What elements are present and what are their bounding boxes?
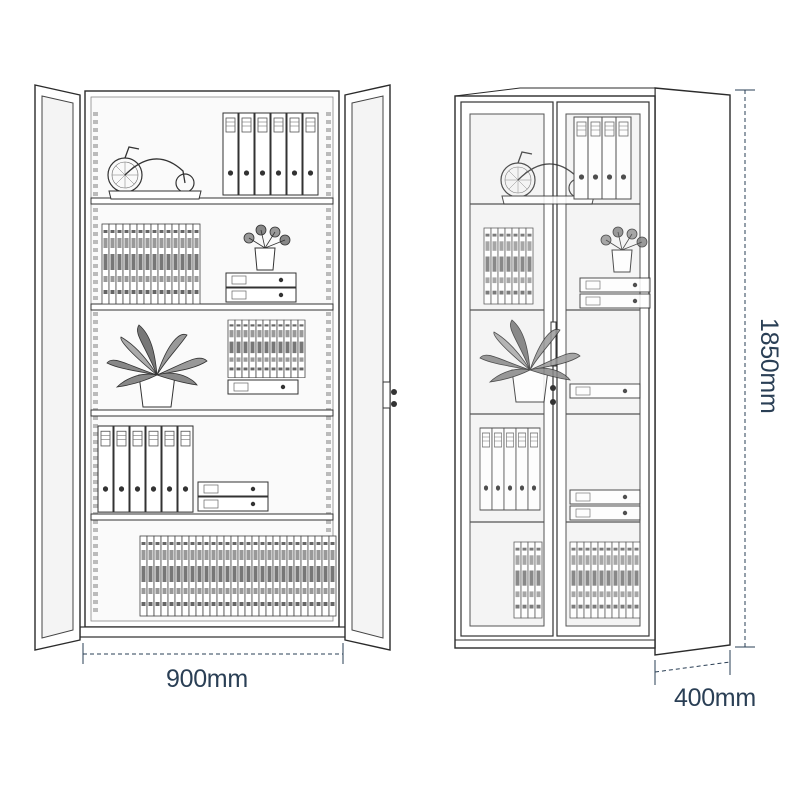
- front-view-cabinet: [34, 84, 397, 664]
- rack-strip-left: [93, 112, 98, 612]
- depth-dimension-label: 400mm: [674, 684, 756, 712]
- height-dimension-line: [735, 89, 755, 648]
- right-door-open: [344, 84, 397, 651]
- perspective-cabinet: [454, 87, 755, 685]
- width-dimension-line: [82, 643, 344, 664]
- shelves-front: [90, 197, 334, 521]
- depth-dimension-line: [654, 650, 731, 685]
- width-dimension-label: 900mm: [166, 665, 248, 693]
- height-dimension-label: 1850mm: [755, 318, 783, 414]
- left-door-open: [34, 84, 81, 651]
